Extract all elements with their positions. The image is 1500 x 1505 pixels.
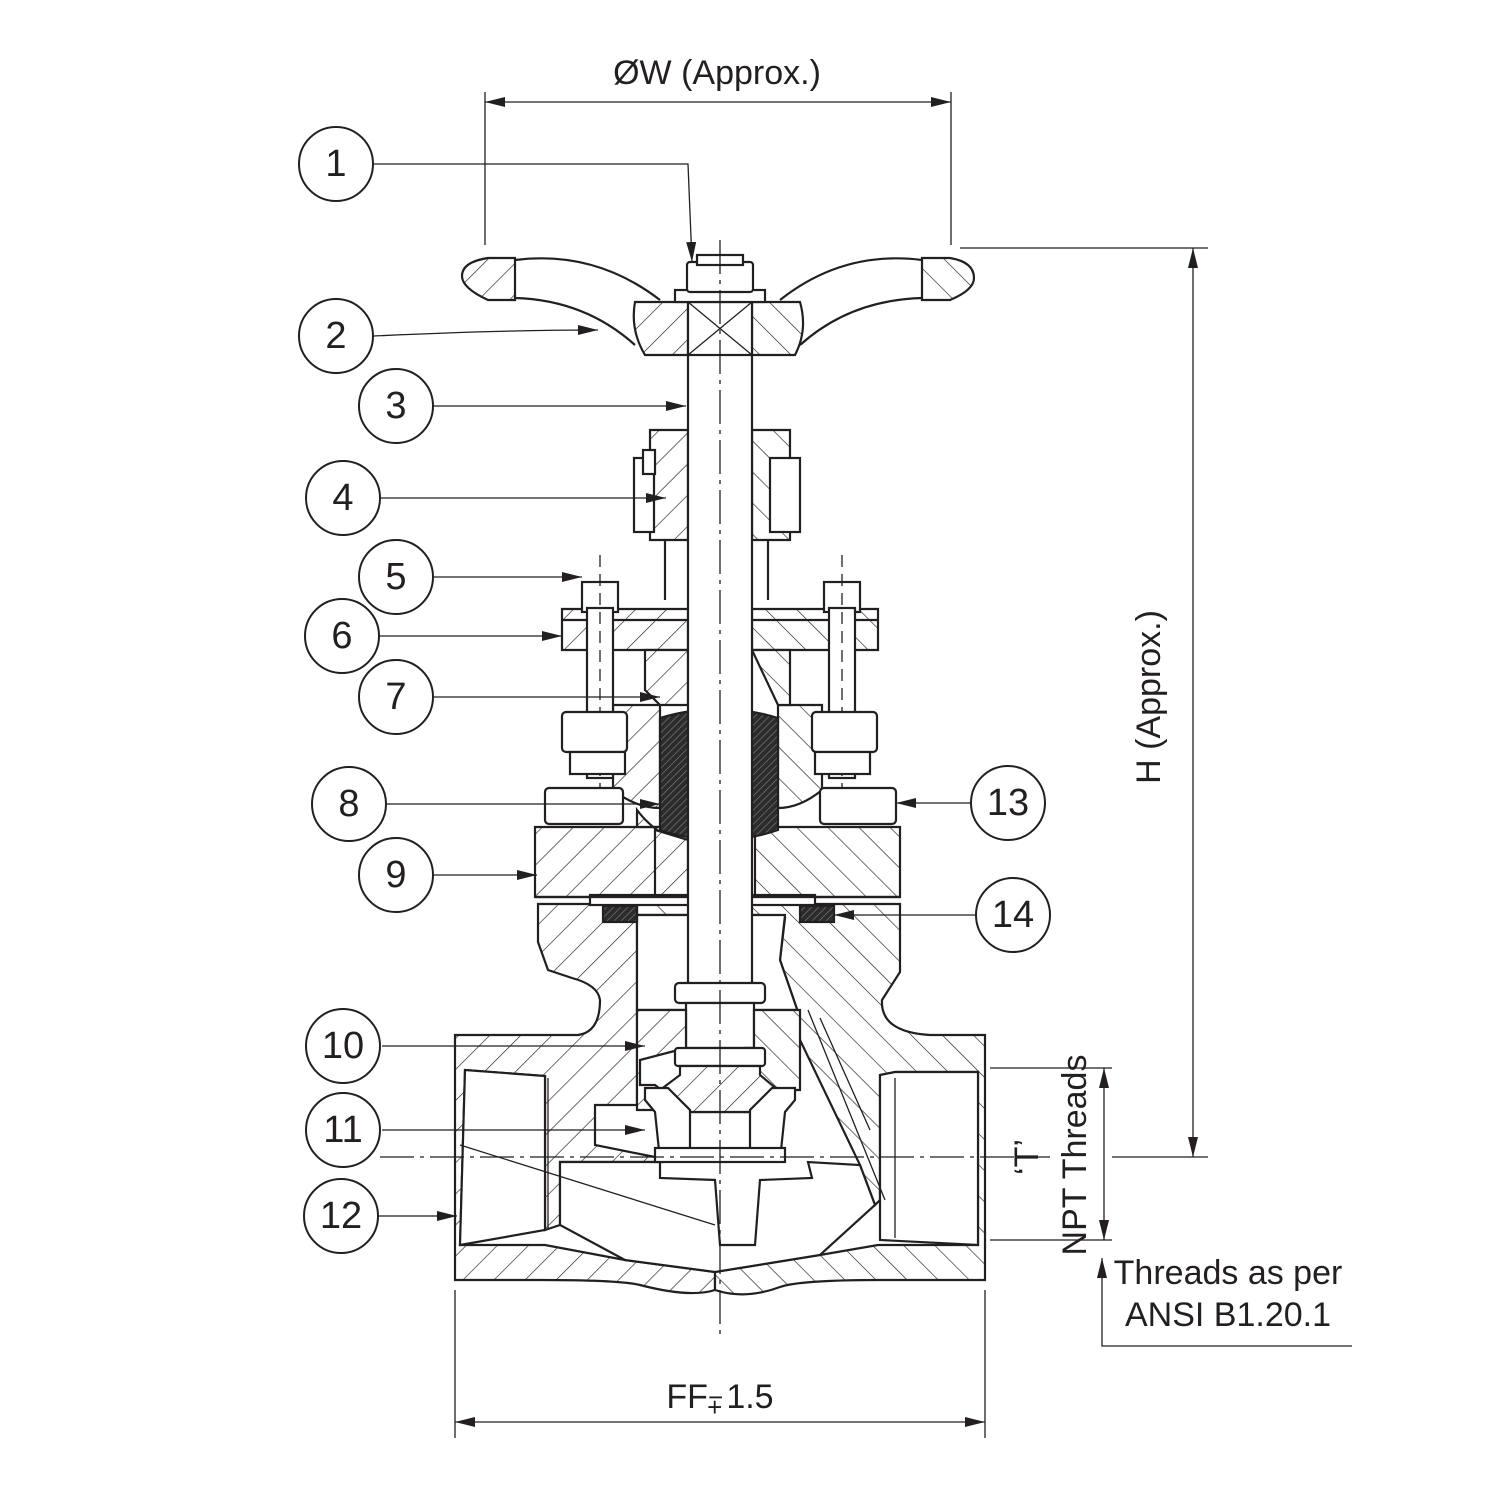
callout-14: 14 [975,877,1051,953]
svg-text:1: 1 [325,143,346,185]
gland-studs [543,555,898,826]
dimension-w [484,92,952,245]
ff-tolerance-symbol: −+ [707,1382,723,1422]
thread-type-label: NPT Threads [1056,1055,1094,1256]
callout-12: 12 [303,1178,379,1254]
dimension-ff [454,1290,986,1438]
callout-7: 7 [358,659,434,735]
ff-tolerance-plus: + [707,1392,722,1422]
callout-10: 10 [305,1008,381,1084]
callout-13: 13 [970,765,1046,841]
dimension-ff-label: FF−+1.5 [666,1378,773,1422]
svg-text:10: 10 [322,1025,364,1067]
svg-text:5: 5 [385,556,406,598]
callout-4: 4 [305,460,381,536]
handwheel [460,253,976,357]
callout-5: 5 [358,539,434,615]
callout-2: 2 [298,298,374,374]
svg-text:8: 8 [338,783,359,825]
disc [635,1008,802,1114]
center-lines [380,240,1050,1340]
valve-body [453,902,987,1296]
dimension-h [960,247,1208,1158]
svg-text:4: 4 [332,477,353,519]
svg-text:14: 14 [992,894,1034,936]
thread-depth-label: ‘T’ [1008,1139,1046,1175]
ff-tolerance-minus: − [708,1382,723,1412]
dimension-w-label: ØW (Approx.) [613,54,821,92]
dimension-thread [990,1067,1352,1347]
callout-6: 6 [304,598,380,674]
callout-1: 1 [298,126,374,202]
svg-text:11: 11 [323,1109,362,1151]
svg-text:3: 3 [385,385,406,427]
yoke-sleeve [632,428,802,600]
callout-11: 11 [305,1092,381,1168]
svg-text:6: 6 [331,615,352,657]
svg-text:9: 9 [385,854,406,896]
svg-text:13: 13 [987,782,1029,824]
leader-lines [373,163,976,1221]
callout-3: 3 [358,368,434,444]
svg-text:12: 12 [320,1195,362,1237]
thread-note-line2: ANSI B1.20.1 [1125,1296,1331,1334]
svg-text:2: 2 [325,315,346,357]
bonnet-gasket [601,904,836,924]
svg-text:7: 7 [385,676,406,718]
callout-9: 9 [358,837,434,913]
callout-8: 8 [311,766,387,842]
ff-text: FF [666,1378,708,1416]
dimension-h-label: H (Approx.) [1130,610,1168,784]
thread-note-line1: Threads as per [1114,1254,1343,1292]
ff-tolerance-value: 1.5 [726,1378,773,1416]
